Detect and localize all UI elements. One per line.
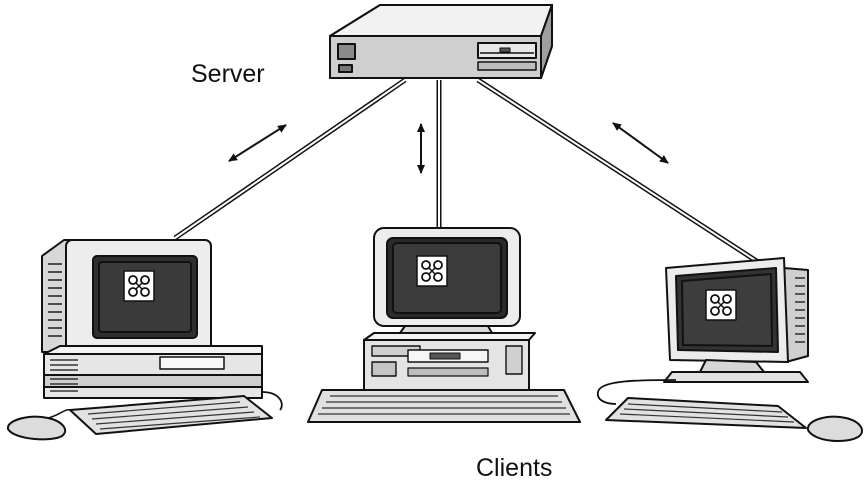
network-links — [173, 77, 760, 265]
server-box-icon — [329, 4, 553, 79]
link-right — [476, 77, 760, 265]
arrow-left-icon — [228, 124, 287, 162]
app-logo-icon — [416, 255, 448, 287]
app-logo-icon — [123, 270, 155, 302]
app-logo-icon — [705, 289, 737, 321]
desktop-computer-icon — [7, 239, 283, 441]
arrow-right-icon — [612, 122, 669, 164]
tower-computer-icon — [307, 227, 581, 423]
clients-label: Clients — [476, 454, 553, 482]
workstation-computer-icon — [597, 257, 863, 443]
server-label: Server — [191, 60, 265, 88]
data-flow-arrows — [228, 122, 669, 174]
link-left — [173, 77, 407, 241]
